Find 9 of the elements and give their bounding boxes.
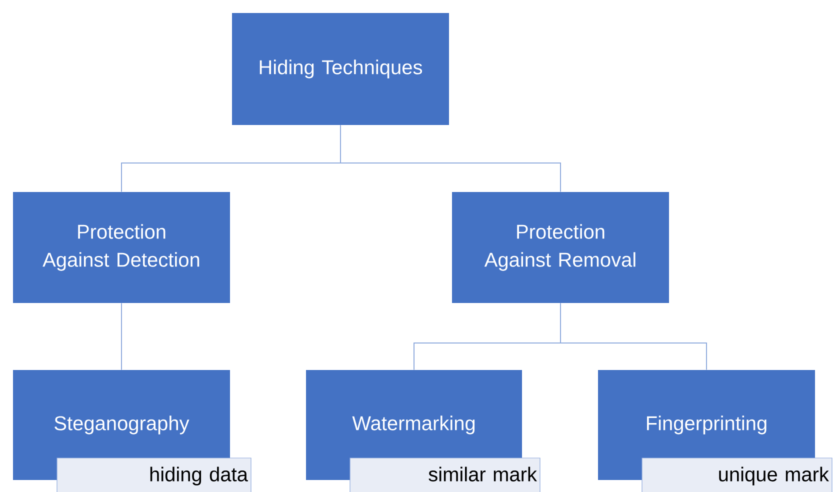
description-tag: hiding data — [56, 458, 252, 492]
description-tag: similar mark — [350, 458, 540, 492]
category-box: Protection Against Detection — [13, 192, 230, 303]
category-box: Protection Against Removal — [452, 192, 669, 303]
connector-line — [121, 302, 122, 370]
description-tag: unique mark — [642, 458, 832, 492]
category-box: Hiding Techniques — [232, 13, 449, 125]
connector-line — [340, 124, 561, 192]
connector-line — [560, 302, 708, 370]
